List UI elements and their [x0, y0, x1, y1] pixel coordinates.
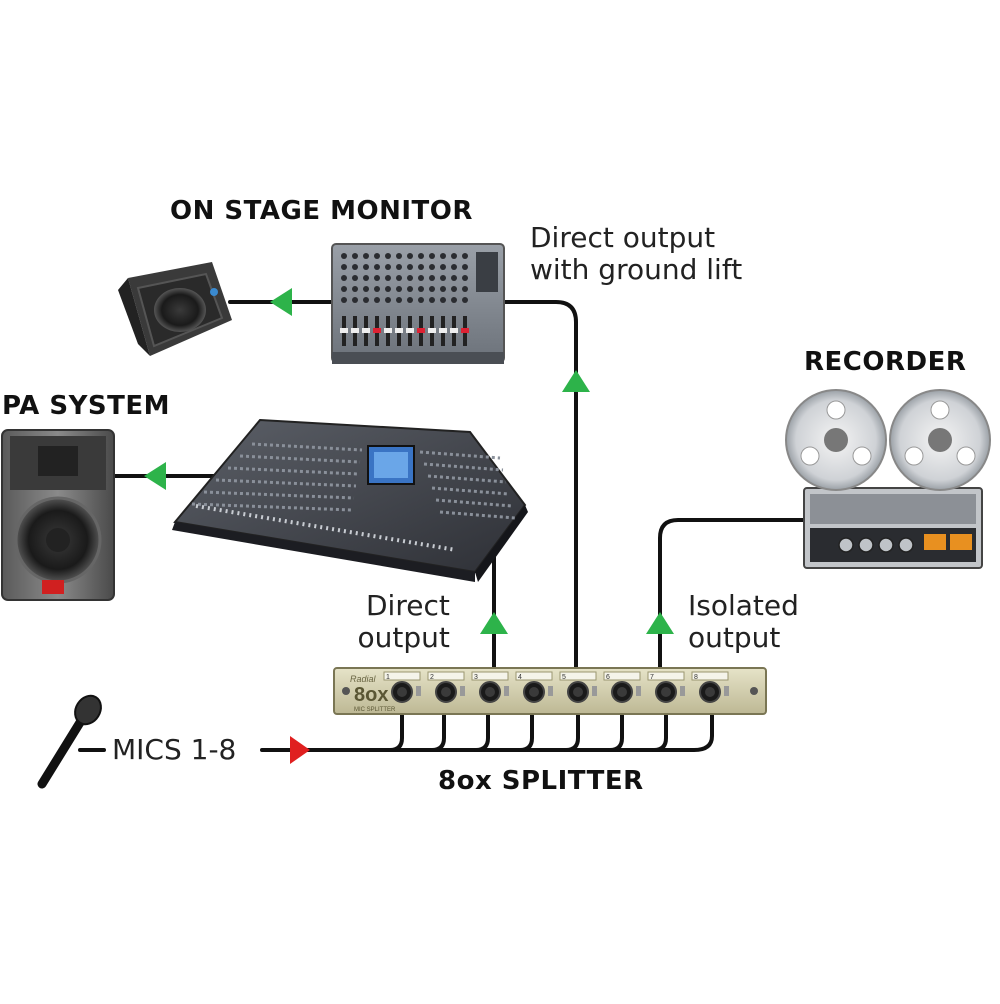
- xlr-input-7: 7: [647, 671, 685, 703]
- channel-number-6: 6: [606, 674, 610, 681]
- splitter-model: 8ox: [354, 684, 388, 706]
- label-recorder: RECORDER: [804, 347, 967, 377]
- cable-isolated-output: [658, 518, 807, 670]
- xlr-input-4: 4: [515, 671, 553, 703]
- label-pa-system: PA SYSTEM: [2, 391, 170, 421]
- arrow-to-pa-icon: [144, 462, 166, 490]
- splitter-rack-icon: Radial 8ox MIC SPLITTER 1 2 3 4 5 6 7 8: [333, 667, 767, 715]
- arrow-mic-input-icon: [290, 736, 310, 764]
- label-isolated-output: Isolated output: [688, 590, 799, 654]
- arrow-isolated-up-icon: [646, 612, 674, 634]
- cable-ground-lift: [503, 300, 578, 670]
- label-direct-output: Direct output: [356, 589, 450, 654]
- signal-arrows: [144, 288, 674, 764]
- arrow-direct-up-icon: [480, 612, 508, 634]
- reel-to-reel-recorder-icon: [785, 389, 991, 569]
- xlr-input-6: 6: [603, 671, 641, 703]
- stage-monitor-speaker-icon: [118, 262, 232, 356]
- label-on-stage-monitor: ON STAGE MONITOR: [170, 196, 473, 226]
- channel-number-8: 8: [694, 674, 698, 681]
- label-mics: MICS 1-8: [112, 733, 237, 766]
- arrow-ground-lift-up-icon: [562, 370, 590, 392]
- xlr-input-8: 8: [691, 671, 729, 703]
- pa-speaker-icon: [1, 429, 115, 601]
- label-isolated-output-line2: output: [688, 621, 781, 654]
- label-direct-ground-lift: Direct output with ground lift: [530, 222, 742, 286]
- foh-console-icon: [172, 418, 528, 582]
- arrow-to-monitor-icon: [270, 288, 292, 316]
- cable-input-bus: [298, 706, 714, 752]
- label-direct-output-line2: output: [357, 621, 450, 654]
- xlr-input-5: 5: [559, 671, 597, 703]
- label-direct-ground-lift-line2: with ground lift: [530, 253, 743, 286]
- monitor-mixer-icon: [331, 243, 505, 364]
- xlr-input-3: 3: [471, 671, 509, 703]
- channel-number-2: 2: [430, 674, 434, 681]
- splitter-subtitle: MIC SPLITTER: [354, 707, 396, 713]
- channel-number-5: 5: [562, 674, 566, 681]
- channel-number-1: 1: [386, 674, 390, 681]
- label-direct-output-line1: Direct: [366, 589, 450, 622]
- label-splitter: 8ox SPLITTER: [438, 766, 644, 796]
- label-direct-ground-lift-line1: Direct output: [530, 221, 716, 254]
- label-isolated-output-line1: Isolated: [688, 589, 799, 622]
- xlr-input-2: 2: [427, 671, 465, 703]
- splitter-brand: Radial: [350, 674, 377, 684]
- channel-number-3: 3: [474, 674, 478, 681]
- microphone-icon: [37, 694, 102, 789]
- channel-number-7: 7: [650, 674, 654, 681]
- xlr-input-1: 1: [383, 671, 421, 703]
- channel-number-4: 4: [518, 674, 522, 681]
